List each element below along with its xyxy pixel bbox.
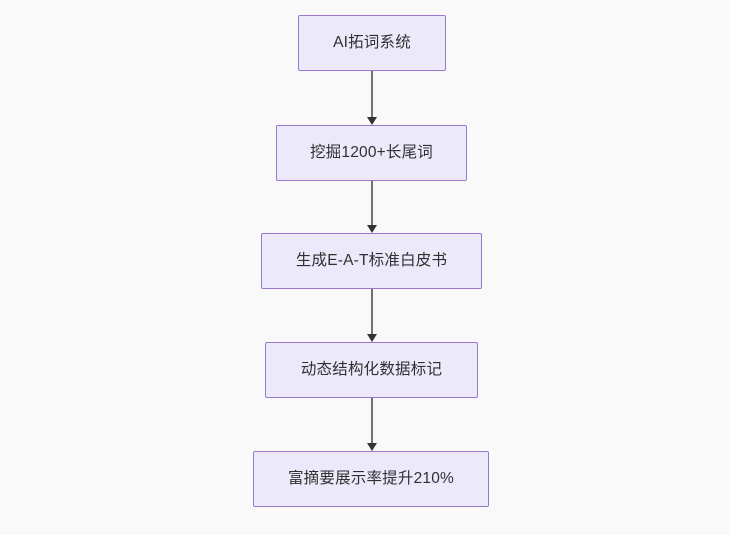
flow-node-label: 挖掘1200+长尾词: [309, 143, 434, 161]
flow-node-mine-longtail-keywords[interactable]: 挖掘1200+长尾词: [276, 125, 467, 181]
edge-line: [371, 398, 373, 443]
arrowhead-icon: [367, 225, 377, 233]
flow-node-label: AI拓词系统: [333, 33, 411, 51]
flow-node-rich-snippet-impression-lift[interactable]: 富摘要展示率提升210%: [253, 451, 489, 507]
arrowhead-icon: [367, 117, 377, 125]
edge-line: [371, 289, 373, 334]
flow-node-generate-eat-whitepaper[interactable]: 生成E-A-T标准白皮书: [261, 233, 482, 289]
arrowhead-icon: [367, 334, 377, 342]
edge-line: [371, 71, 373, 117]
flow-node-label: 动态结构化数据标记: [300, 360, 443, 378]
edge-line: [371, 181, 373, 225]
flow-node-label: 富摘要展示率提升210%: [287, 469, 455, 487]
arrowhead-icon: [367, 443, 377, 451]
flow-node-dynamic-structured-data-markup[interactable]: 动态结构化数据标记: [265, 342, 478, 398]
flow-node-ai-keyword-system[interactable]: AI拓词系统: [298, 15, 446, 71]
flow-node-label: 生成E-A-T标准白皮书: [295, 251, 448, 269]
